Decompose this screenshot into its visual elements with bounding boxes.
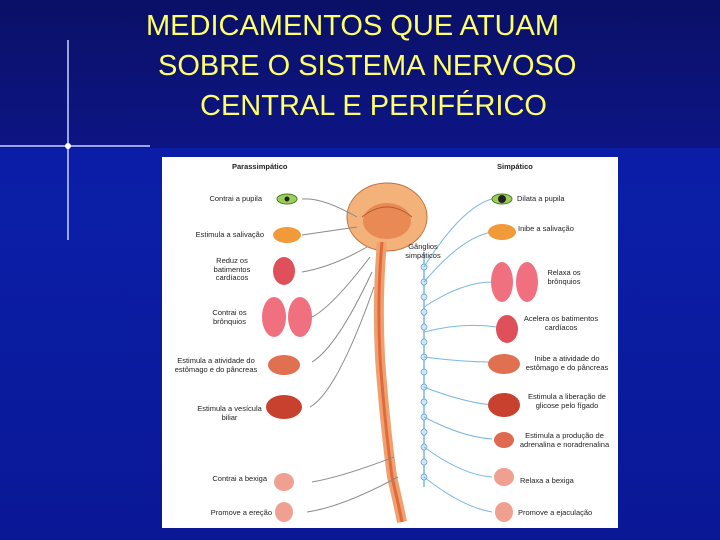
title-band: [0, 0, 720, 148]
right-label-1: Dilata a pupila: [517, 194, 565, 203]
left-label-7: Contrai a bexiga: [212, 474, 267, 483]
slide-title: MEDICAMENTOS QUE ATUAM SOBRE O SISTEMA N…: [120, 6, 640, 126]
left-label-3: Reduz os batimentos cardíacos: [213, 256, 251, 282]
nervous-system-diagram: Parassimpático Simpático Gânglios simpát…: [162, 157, 618, 528]
right-label-7: Estimula a produção de adrenalina e nora…: [519, 431, 610, 449]
right-label-5: Inibe a atividade do estômago e do pâncr…: [525, 354, 609, 372]
left-label-8: Promove a ereção: [210, 508, 272, 517]
right-label-3: Relaxa os brônquios: [547, 268, 581, 286]
right-label-2: Inibe a salivação: [518, 224, 574, 233]
title-line-1: MEDICAMENTOS QUE ATUAM: [146, 10, 560, 42]
diagram-art: [262, 182, 538, 523]
right-label-6: Estimula a liberação de glicose pelo fíg…: [528, 392, 606, 410]
left-label-6: Estimula a vesícula biliar: [197, 404, 262, 422]
parasympathetic-header: Parassimpático: [232, 162, 288, 171]
title-line-3: CENTRAL E PERIFÉRICO: [200, 90, 547, 122]
sympathetic-header: Simpático: [497, 162, 533, 171]
left-label-5: Estimula a atividade do estômago e do pâ…: [174, 356, 258, 374]
left-label-4: Contrai os brônquios: [212, 308, 247, 326]
right-label-9: Promove a ejaculação: [518, 508, 593, 517]
right-label-8: Relaxa a bexiga: [520, 476, 574, 485]
left-label-2: Estimula a salivação: [195, 230, 264, 239]
title-line-2: SOBRE O SISTEMA NERVOSO: [158, 50, 577, 82]
ganglia-label: Gânglios simpáticos: [405, 242, 441, 260]
right-label-4: Acelera os batimentos cardíacos: [523, 314, 599, 332]
left-label-1: Contrai a pupila: [209, 194, 262, 203]
